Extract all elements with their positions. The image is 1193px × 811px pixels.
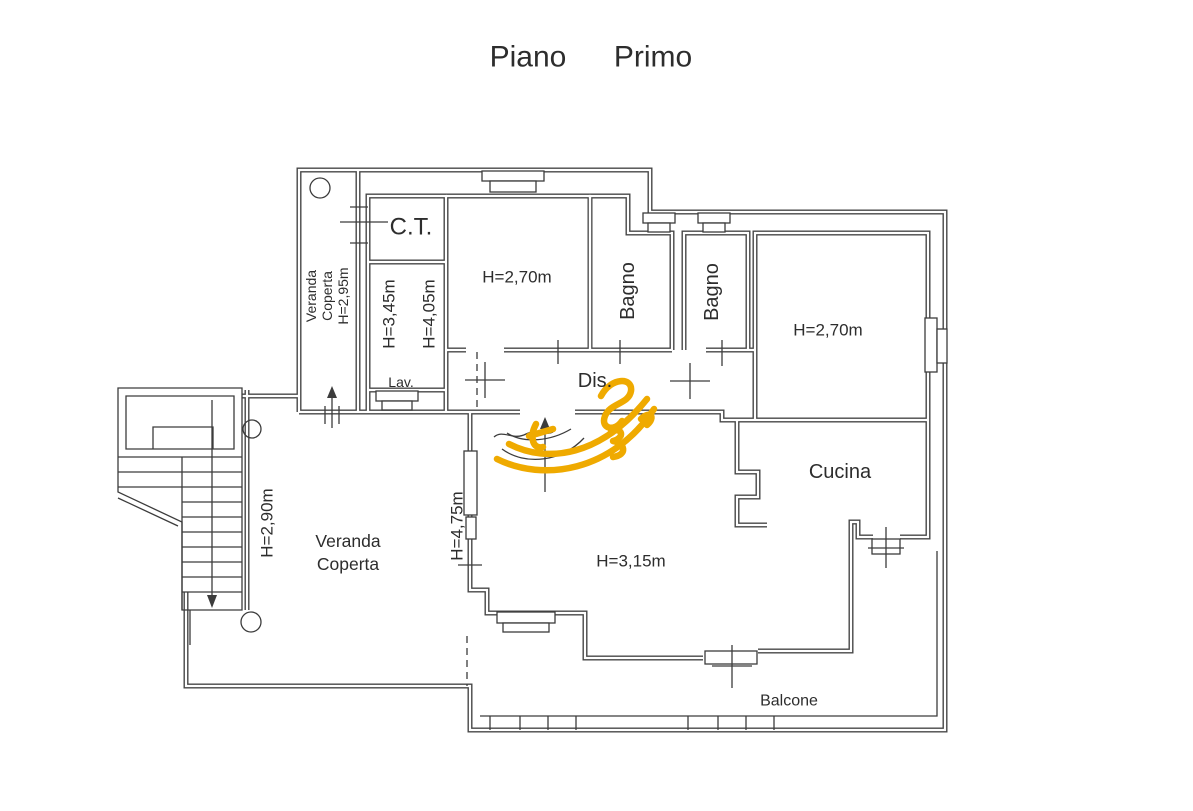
door-marks [324,206,904,688]
label-bedroom-right-height: H=2,70m [793,321,862,340]
column-icon [242,419,262,439]
window-icon [496,611,556,633]
label-veranda-main-2: Coperta [317,554,380,574]
signature-scribble [493,377,658,474]
label-balcone: Balcone [760,693,818,710]
label-lav-height-1: H=3,45m [380,279,399,348]
window-icon [697,212,731,233]
thin-linework [117,177,938,730]
label-dis: Dis. [578,370,612,392]
label-veranda-top-1: Veranda [303,270,319,322]
label-bedroom-left-height: H=2,70m [482,268,551,287]
window-icon [642,212,676,233]
staircase [117,387,243,645]
label-veranda-top-3: H=2,95m [335,267,351,324]
window-icon [375,390,419,411]
labels: Piano Primo Veranda Coperta H=2,95m C.T.… [258,41,873,710]
column-icon [240,611,262,633]
window-icon [463,450,478,540]
window-icon [924,317,948,373]
label-living-height: H=3,15m [596,552,665,571]
label-veranda-main-1: Veranda [315,531,380,551]
label-cucina: Cucina [809,461,872,483]
page-title-word-2: Primo [614,41,692,74]
label-bagno-1: Bagno [617,262,639,320]
label-living-left-height: H=4,75m [448,491,467,560]
door-sill-icon [704,650,758,665]
direction-arrows [327,386,550,492]
window-icon [481,170,545,193]
label-veranda-top-2: Coperta [319,271,335,321]
column-icon [309,177,331,199]
label-bagno-2: Bagno [701,263,723,321]
page-title-word-1: Piano [490,41,567,74]
label-veranda-main-height: H=2,90m [258,488,277,557]
label-lav-height-2: H=4,05m [420,279,439,348]
balcony-railing [480,551,938,730]
columns [240,177,331,633]
label-lav: Lav. [388,374,413,390]
window-symbols [375,170,948,665]
label-ct: C.T. [390,214,433,241]
